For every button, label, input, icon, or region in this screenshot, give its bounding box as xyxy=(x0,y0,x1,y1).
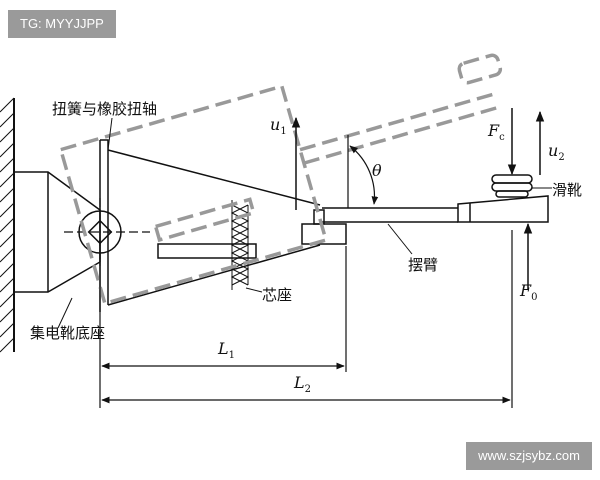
label-Fc: Fc xyxy=(487,121,505,143)
swing-arm-shape xyxy=(322,195,549,223)
slide-shoe-shape xyxy=(491,174,533,198)
label-core-seat: 芯座 xyxy=(262,286,292,304)
leader-lines xyxy=(57,117,552,329)
label-F0: F0 xyxy=(519,281,537,303)
housing-shape xyxy=(99,139,347,312)
force-arrows xyxy=(291,108,545,290)
label-swing-arm: 摆臂 xyxy=(408,256,438,274)
label-L1: L1 xyxy=(217,339,235,361)
watermark-top: TG: MYYJJPP xyxy=(8,10,116,38)
spring-shape xyxy=(230,200,250,290)
label-slide-shoe: 滑靴 xyxy=(552,181,582,199)
label-collector-base: 集电靴底座 xyxy=(30,324,105,342)
dimension-lines xyxy=(99,230,513,408)
theta-angle xyxy=(347,135,379,208)
label-theta: θ xyxy=(372,161,382,180)
label-u1: u1 xyxy=(270,115,287,137)
label-torsion-spring: 扭簧与橡胶扭轴 xyxy=(52,100,157,118)
label-L2: L2 xyxy=(293,373,311,395)
watermark-bottom: www.szjsybz.com xyxy=(466,442,592,470)
collector-base-shape xyxy=(14,171,101,293)
label-u2: u2 xyxy=(548,141,565,163)
ground-wall xyxy=(0,97,15,353)
deflected-outline xyxy=(58,53,503,306)
